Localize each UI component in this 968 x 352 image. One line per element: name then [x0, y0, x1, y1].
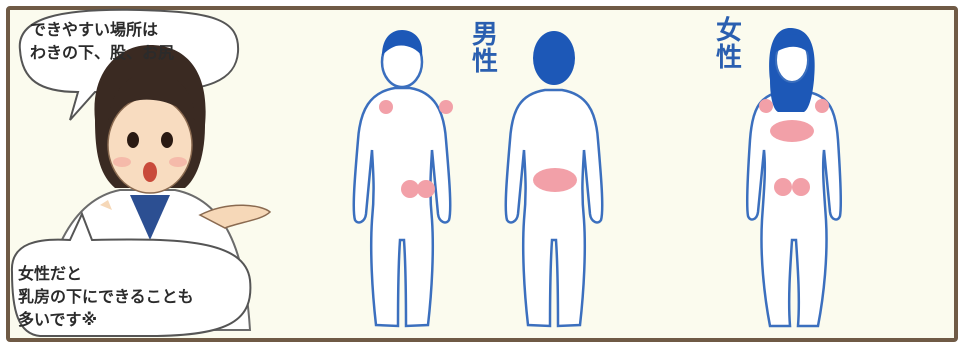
bubble-top-line1: できやすい場所は	[30, 18, 174, 41]
female-figure	[747, 28, 841, 326]
bubble-top-text: できやすい場所は わきの下、股、お尻	[30, 18, 174, 64]
male-back-figure	[506, 31, 602, 326]
label-female: 女 性	[714, 18, 744, 73]
bubble-bottom-line1: 女性だと	[18, 262, 194, 285]
label-female-char-1: 女	[714, 18, 744, 45]
label-male-char-2: 性	[470, 49, 500, 76]
bubble-bottom-line2: 乳房の下にできることも	[18, 285, 194, 308]
label-male: 男 性	[470, 22, 500, 77]
bubble-bottom-text: 女性だと 乳房の下にできることも 多いです※	[18, 262, 194, 332]
label-male-char-1: 男	[470, 22, 500, 49]
bubble-bottom-line3: 多いです※	[18, 308, 194, 331]
bubble-top-line2: わきの下、股、お尻	[30, 41, 174, 64]
label-female-char-2: 性	[714, 45, 744, 72]
male-front-figure	[354, 30, 453, 326]
